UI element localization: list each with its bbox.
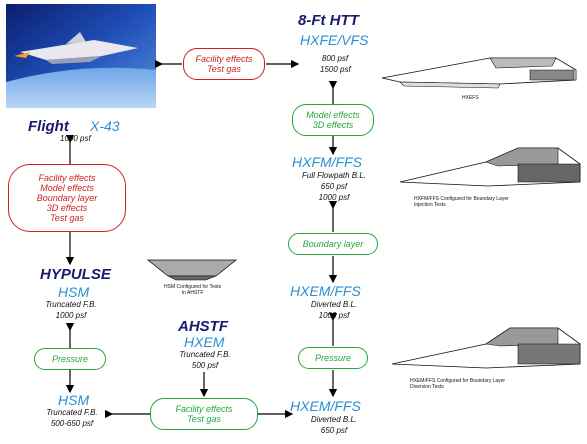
pill-line: 3D effects — [312, 120, 354, 130]
pill-line: Boundary layer — [36, 193, 98, 203]
hsm-model: HSM — [58, 284, 90, 300]
hxfmffs-caption: HXFM/FFS Configured for Boundary Layer I… — [414, 196, 509, 208]
ahstf-title: AHSTF — [178, 318, 228, 335]
pill-line: Facility effects — [38, 173, 96, 183]
flight-title: Flight — [28, 118, 69, 135]
pill-line: 3D effects — [46, 203, 88, 213]
hypulse-detail-2: 1000 psf — [55, 311, 87, 320]
htt-title: 8-Ft HTT — [298, 12, 359, 29]
htt-detail-1: 800 psf — [321, 54, 349, 63]
ahstf-detail-1: Truncated F.B. — [179, 350, 231, 359]
hxem-mid-detail-1: Diverted B.L. — [310, 300, 358, 309]
hxem-bottom-detail-1: Diverted B.L. — [310, 415, 358, 424]
hxem-mid-detail-2: 1000 psf — [318, 311, 350, 320]
pill-line: Test gas — [50, 213, 84, 223]
pressure-right-pill: Pressure — [298, 347, 368, 369]
hxem-ffs-bottom-model: HXEM/FFS — [290, 398, 361, 414]
pressure-left-pill: Pressure — [34, 348, 106, 370]
hsm-bottom-detail-1: Truncated F.B. — [46, 408, 98, 417]
hypulse-title: HYPULSE — [40, 266, 111, 283]
pill-line: Facility effects — [195, 54, 253, 64]
hsm-bottom-model: HSM — [58, 392, 90, 408]
pill-line: Pressure — [51, 354, 88, 364]
caption-line: HXEM/FFS Configured for Boundary Layer — [410, 378, 506, 384]
hsm-bottom-detail-2: 500-650 psf — [50, 419, 94, 428]
hxfm-ffs-model: HXFM/FFS — [292, 154, 362, 170]
caption-line: HSM Configured for Tests — [164, 284, 222, 290]
hxemffs-caption: HXEM/FFS Configured for Boundary Layer D… — [410, 378, 505, 390]
flight-detail: 1000 psf — [60, 134, 91, 143]
x43-photo — [6, 4, 156, 108]
flight-effects-pill: Facility effects Model effects Boundary … — [8, 164, 126, 232]
pill-line: Test gas — [207, 64, 241, 74]
hxfmffs-drawing — [398, 142, 582, 194]
pill-line: Facility effects — [175, 404, 233, 414]
caption-line: Diversion Tests — [410, 384, 444, 390]
hxem-bottom-detail-2: 650 psf — [320, 426, 348, 435]
hsm-caption: HSM Configured for Tests In AHSTF — [164, 284, 221, 296]
hxemffs-drawing — [390, 320, 582, 376]
pill-line: Model effects — [40, 183, 94, 193]
pill-line: Test gas — [187, 414, 221, 424]
hxefs-caption: HXEFS — [462, 95, 479, 101]
pill-line: Pressure — [314, 353, 351, 363]
hxefs-drawing — [380, 40, 580, 94]
hxfm-detail-2: 650 psf — [320, 182, 348, 191]
pill-line: Model effects — [306, 110, 360, 120]
pill-line: Boundary layer — [302, 239, 364, 249]
caption-line: In AHSTF — [181, 290, 204, 296]
x43-model: X-43 — [90, 118, 120, 134]
boundary-layer-pill: Boundary layer — [288, 233, 378, 255]
hxfm-detail-3: 1000 psf — [318, 193, 350, 202]
hxem-model: HXEM — [184, 334, 225, 350]
hxfm-detail-1: Full Flowpath B.L. — [301, 171, 367, 180]
caption-line: HXFM/FFS Configured for Boundary Layer — [414, 196, 509, 202]
htt-detail-2: 1500 psf — [320, 65, 351, 74]
ahstf-detail-2: 500 psf — [191, 361, 219, 370]
hxem-ffs-mid-model: HXEM/FFS — [290, 283, 361, 299]
caption-line: Injection Tests — [414, 202, 446, 208]
hsm-drawing — [146, 256, 238, 282]
hxfe-vfs-model: HXFE/VFS — [300, 32, 369, 48]
hypulse-detail-1: Truncated F.B. — [45, 300, 97, 309]
